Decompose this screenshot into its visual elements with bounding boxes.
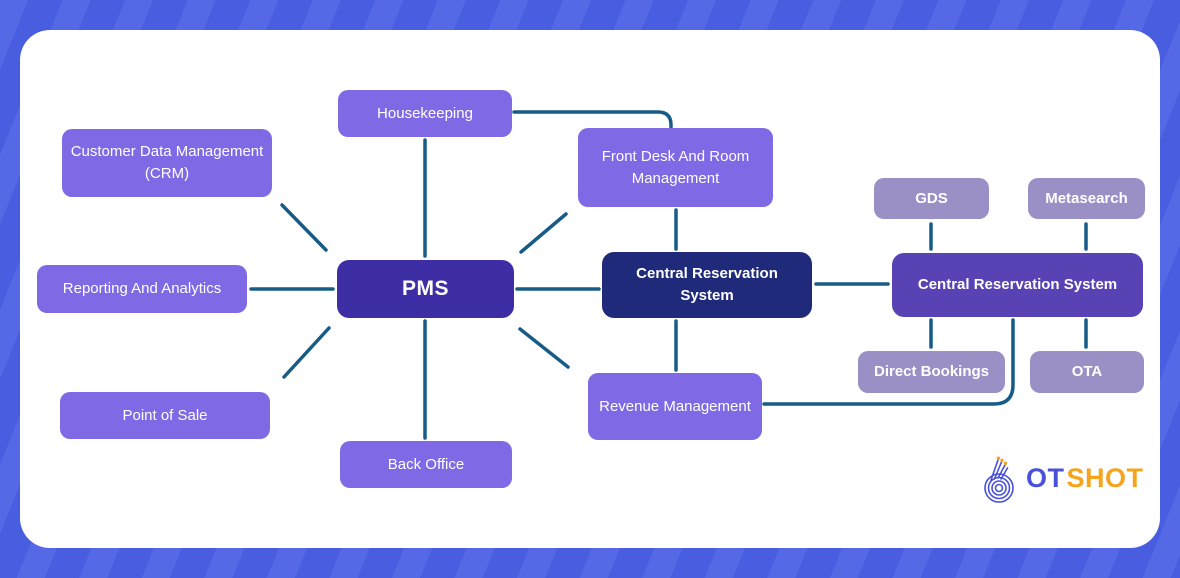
logo-text-shot: SHOT	[1066, 462, 1144, 493]
node-metasearch: Metasearch	[1028, 178, 1145, 219]
edge-pms-frontdesk	[519, 212, 568, 254]
node-point-of-sale: Point of Sale	[60, 392, 270, 439]
node-central-reservation-system-right: Central Reservation System	[892, 253, 1143, 317]
node-ota: OTA	[1030, 351, 1144, 393]
node-revenue-management: Revenue Management	[588, 373, 762, 440]
node-housekeeping: Housekeeping	[338, 90, 512, 137]
node-pms: PMS	[337, 260, 514, 318]
b-fingerprint-icon	[984, 456, 1014, 503]
node-direct-bookings: Direct Bookings	[858, 351, 1005, 393]
node-crm: Customer Data Management (CRM)	[62, 129, 272, 197]
node-back-office: Back Office	[340, 441, 512, 488]
node-front-desk: Front Desk And Room Management	[578, 128, 773, 207]
edge-revenue-crsright	[762, 318, 1015, 406]
edge-crm-pms	[280, 203, 328, 252]
node-central-reservation-system-mid: Central Reservation System	[602, 252, 812, 318]
node-reporting: Reporting And Analytics	[37, 265, 247, 313]
logo-text-ot: OT	[1026, 462, 1065, 493]
edge-pms-revenue	[518, 327, 570, 369]
node-gds: GDS	[874, 178, 989, 219]
edge-pms-pos	[282, 326, 331, 379]
edge-housekeeping-frontdesk	[512, 110, 673, 129]
